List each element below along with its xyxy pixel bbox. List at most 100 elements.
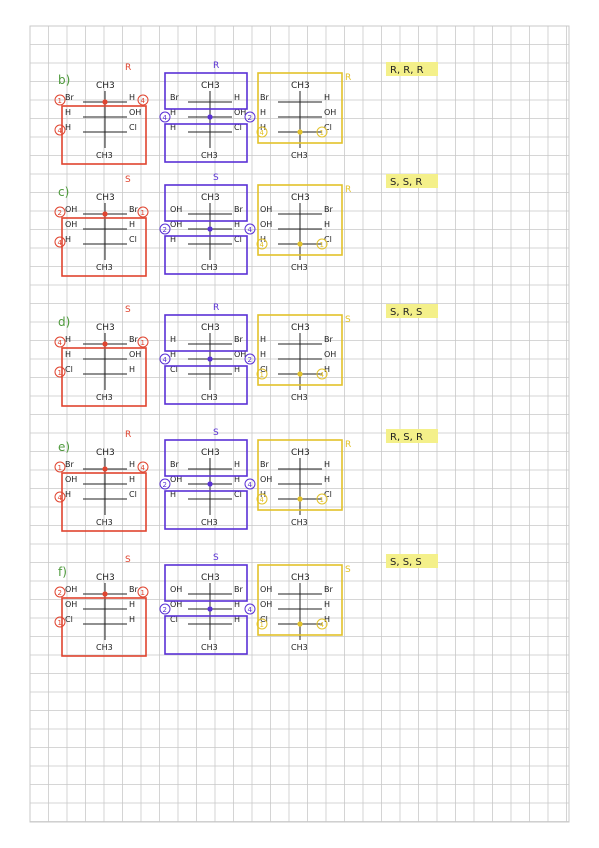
priority-circle [159, 223, 171, 235]
bottom-methyl-label: CH3 [96, 263, 113, 272]
priority-circle [316, 126, 328, 138]
right-substituent: Cl [324, 490, 332, 499]
left-substituent: Cl [65, 615, 73, 624]
left-substituent: OH [170, 585, 182, 594]
priority-circle [256, 493, 268, 505]
priority-circle [316, 368, 328, 380]
priority-number: 1 [260, 371, 264, 379]
left-substituent: Br [260, 93, 269, 102]
configuration-answer: S, R, S [390, 307, 422, 318]
yellow-box [257, 314, 343, 386]
priority-number: 4 [141, 464, 146, 472]
right-substituent: H [324, 460, 330, 469]
right-substituent: OH [129, 350, 141, 359]
left-substituent: Cl [170, 365, 178, 374]
priority-number: 4 [248, 226, 253, 234]
priority-circle [54, 336, 66, 348]
blue-stereo-label: S [213, 173, 219, 183]
priority-number: 4 [260, 129, 265, 137]
left-substituent: H [260, 335, 266, 344]
right-substituent: Br [129, 335, 138, 344]
priority-number: 1 [320, 241, 324, 249]
right-substituent: Cl [234, 490, 242, 499]
priority-number: 4 [58, 239, 63, 247]
right-substituent: Cl [129, 235, 137, 244]
right-substituent: H [234, 93, 240, 102]
problem-letter: e) [58, 440, 70, 454]
priority-circle [244, 111, 256, 123]
right-substituent: H [234, 365, 240, 374]
right-substituent: H [324, 600, 330, 609]
bottom-methyl-label: CH3 [291, 393, 308, 402]
stereocenter-dot [207, 114, 213, 120]
priority-circle [54, 236, 66, 248]
priority-number: 4 [248, 606, 253, 614]
bottom-methyl-label: CH3 [291, 151, 308, 160]
priority-circle [137, 94, 149, 106]
stereocenter-dot [102, 211, 108, 217]
left-substituent: OH [260, 475, 272, 484]
right-substituent: OH [324, 350, 336, 359]
priority-number: 2 [248, 356, 252, 364]
configuration-answer: R, R, R [390, 65, 424, 76]
left-substituent: OH [170, 220, 182, 229]
priority-number: 4 [248, 481, 253, 489]
priority-number: 2 [58, 209, 62, 217]
right-substituent: H [129, 600, 135, 609]
stereocenter-dot [297, 496, 303, 502]
blue-box-top [164, 439, 248, 477]
blue-stereo-label: S [213, 553, 219, 563]
top-methyl-label: CH3 [96, 573, 115, 583]
left-substituent: OH [260, 220, 272, 229]
right-substituent: Br [324, 205, 333, 214]
blue-box-bottom [164, 365, 248, 405]
right-substituent: H [324, 615, 330, 624]
left-substituent: H [65, 235, 71, 244]
priority-number: 4 [260, 241, 265, 249]
bottom-methyl-label: CH3 [291, 518, 308, 527]
answer-highlight [386, 429, 438, 443]
bottom-methyl-label: CH3 [201, 263, 218, 272]
configuration-answer: S, S, S [390, 557, 422, 568]
priority-number: 4 [320, 621, 325, 629]
blue-stereo-label: R [213, 61, 219, 71]
top-methyl-label: CH3 [96, 81, 115, 91]
priority-circle [316, 493, 328, 505]
bottom-methyl-label: CH3 [201, 643, 218, 652]
blue-stereo-label: S [213, 428, 219, 438]
top-methyl-label: CH3 [96, 193, 115, 203]
right-substituent: H [129, 615, 135, 624]
right-substituent: OH [234, 350, 246, 359]
right-substituent: H [324, 475, 330, 484]
answer-highlight [386, 554, 438, 568]
yellow-stereo-label: R [345, 185, 351, 195]
priority-circle [256, 126, 268, 138]
priority-circle [159, 111, 171, 123]
top-methyl-label: CH3 [201, 193, 220, 203]
right-substituent: OH [129, 108, 141, 117]
right-substituent: H [324, 365, 330, 374]
top-methyl-label: CH3 [291, 573, 310, 583]
left-substituent: H [260, 108, 266, 117]
left-substituent: H [170, 490, 176, 499]
stereocenter-dot [297, 129, 303, 135]
yellow-stereo-label: R [345, 73, 351, 83]
priority-circle [159, 478, 171, 490]
left-substituent: H [170, 235, 176, 244]
stereocenter-dot [102, 99, 108, 105]
right-substituent: H [234, 460, 240, 469]
left-substituent: Br [170, 460, 179, 469]
priority-number: 2 [163, 606, 167, 614]
right-substituent: Br [129, 585, 138, 594]
blue-box-top [164, 72, 248, 110]
priority-circle [54, 461, 66, 473]
left-substituent: Br [170, 93, 179, 102]
top-methyl-label: CH3 [291, 193, 310, 203]
left-substituent: OH [170, 475, 182, 484]
left-substituent: Cl [65, 365, 73, 374]
yellow-box [257, 564, 343, 636]
right-substituent: H [234, 615, 240, 624]
priority-circle [137, 586, 149, 598]
